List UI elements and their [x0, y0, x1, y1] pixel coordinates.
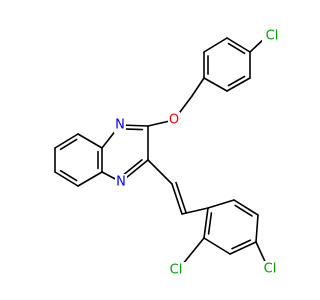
atom-label-cl1: Cl: [266, 29, 279, 44]
double-bond-inner: [59, 138, 78, 151]
atom-label-background: [166, 262, 186, 278]
atom-label-n2: N: [116, 175, 126, 190]
bond-vinyl-ring: [181, 207, 209, 215]
atom-label-background: [115, 174, 127, 190]
bond: [203, 237, 231, 255]
atom-label-cl2: Cl: [170, 263, 183, 278]
atom-label-background: [114, 117, 126, 133]
bond: [255, 214, 259, 243]
atom-label-background: [168, 112, 180, 128]
atom-label-background: [262, 28, 282, 44]
bond: [203, 37, 228, 53]
double-bond-inner: [207, 212, 213, 235]
vinyl-double-bond: [171, 183, 183, 215]
atom-label-cl3: Cl: [264, 262, 277, 277]
bond: [233, 199, 259, 216]
double-bond-inner: [59, 169, 78, 182]
bond: [226, 37, 251, 53]
double-bond-inner: [121, 128, 144, 131]
bond: [77, 171, 103, 187]
bond-layer: [54, 35, 269, 271]
bond: [229, 241, 257, 255]
double-bond-inner: [231, 239, 252, 250]
atom-label-background: [260, 261, 280, 277]
bond: [54, 133, 79, 149]
double-bond-inner: [227, 75, 246, 87]
bond-c-vinyl: [147, 159, 173, 185]
vinyl-double-bond-second: [175, 181, 187, 214]
bond: [203, 77, 228, 92]
bond: [77, 133, 103, 149]
bond-c-ch2: [191, 77, 205, 97]
double-bond-inner: [227, 42, 246, 55]
bond: [54, 171, 79, 187]
bond: [203, 207, 209, 239]
bond: [226, 77, 251, 92]
double-bond-inner: [122, 159, 143, 177]
atom-label-n1: N: [115, 118, 125, 133]
atom-label-o1: O: [169, 113, 179, 128]
bond: [207, 199, 235, 209]
double-bond-inner: [234, 204, 253, 217]
